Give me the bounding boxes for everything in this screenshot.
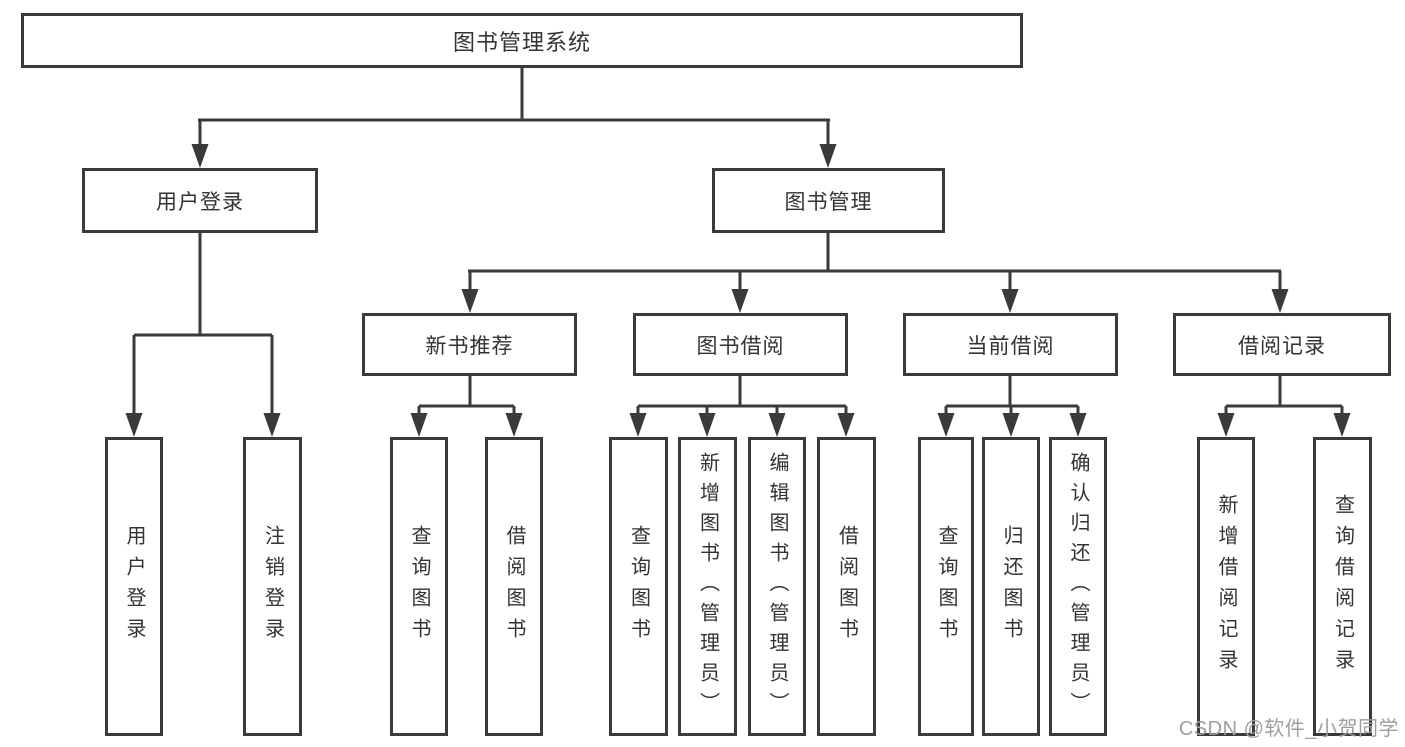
node-label: 新增图书（管理员） [696, 451, 719, 722]
node-leaf-logout: 注销登录 [243, 437, 302, 736]
node-label: 用户登录 [123, 524, 145, 649]
node-label: 编辑图书（管理员） [766, 451, 788, 722]
node-leaf-query-book-recommend: 查询图书 [390, 437, 448, 736]
node-leaf-add-borrow-record: 新增借阅记录 [1197, 437, 1255, 736]
node-leaf-query-borrow-record: 查询借阅记录 [1313, 437, 1372, 736]
node-leaf-borrow-book-recommend: 借阅图书 [485, 437, 543, 736]
node-leaf-query-book-borrowing: 查询图书 [609, 437, 668, 736]
node-new-book-recommend: 新书推荐 [362, 313, 577, 376]
node-leaf-confirm-return-admin: 确认归还（管理员） [1049, 437, 1107, 736]
node-label: 查询借阅记录 [1331, 493, 1354, 680]
node-borrowing-records: 借阅记录 [1173, 313, 1391, 376]
node-book-management: 图书管理 [712, 168, 945, 233]
node-label: 查询图书 [627, 524, 650, 649]
node-leaf-return-book: 归还图书 [982, 437, 1040, 736]
node-leaf-query-book-current: 查询图书 [918, 437, 974, 736]
node-leaf-user-login: 用户登录 [105, 437, 163, 736]
node-label: 新增借阅记录 [1215, 493, 1237, 680]
node-label: 确认归还（管理员） [1067, 451, 1089, 722]
csdn-watermark: CSDN @软件_小贺同学 [1178, 718, 1399, 740]
node-leaf-borrow-book-borrowing: 借阅图书 [817, 437, 876, 736]
node-label: 借阅图书 [503, 524, 525, 649]
node-label: 借阅图书 [835, 524, 858, 649]
node-label: 注销登录 [261, 524, 284, 649]
node-leaf-edit-book-admin: 编辑图书（管理员） [748, 437, 806, 736]
node-label: 归还图书 [1000, 524, 1022, 649]
node-library-management-system: 图书管理系统 [21, 13, 1023, 68]
node-book-borrowing: 图书借阅 [633, 313, 848, 376]
node-user-login: 用户登录 [82, 168, 318, 233]
node-current-borrowing: 当前借阅 [903, 313, 1118, 376]
node-leaf-add-book-admin: 新增图书（管理员） [678, 437, 737, 736]
node-label: 查询图书 [408, 524, 430, 649]
node-label: 查询图书 [935, 524, 957, 649]
